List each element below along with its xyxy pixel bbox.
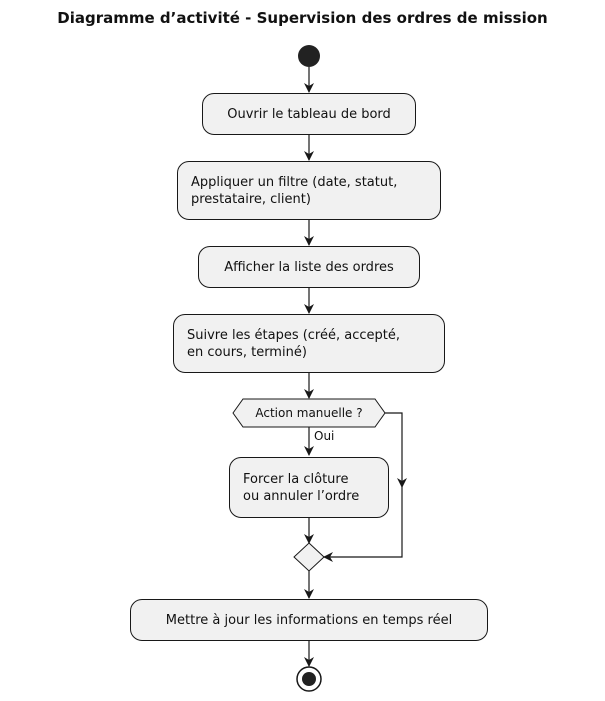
action-open-dashboard: Ouvrir le tableau de bord xyxy=(202,93,416,135)
edge-decision-no-midarrow xyxy=(397,478,407,488)
action-force-close: Forcer la clôture ou annuler l’ordre xyxy=(229,457,389,518)
action-show-list: Afficher la liste des ordres xyxy=(198,246,420,288)
decision-label: Action manuelle ? xyxy=(255,406,363,420)
decision-yes-label: Oui xyxy=(314,429,335,443)
action-update-info: Mettre à jour les informations en temps … xyxy=(130,599,488,641)
merge-node xyxy=(293,542,325,572)
action-apply-filter: Appliquer un filtre (date, statut, prest… xyxy=(177,161,441,220)
action-follow-steps: Suivre les étapes (créé, accepté, en cou… xyxy=(173,314,445,373)
start-node xyxy=(298,45,320,67)
end-node-core xyxy=(302,672,316,686)
diagram-title: Diagramme d’activité - Supervision des o… xyxy=(57,9,548,27)
